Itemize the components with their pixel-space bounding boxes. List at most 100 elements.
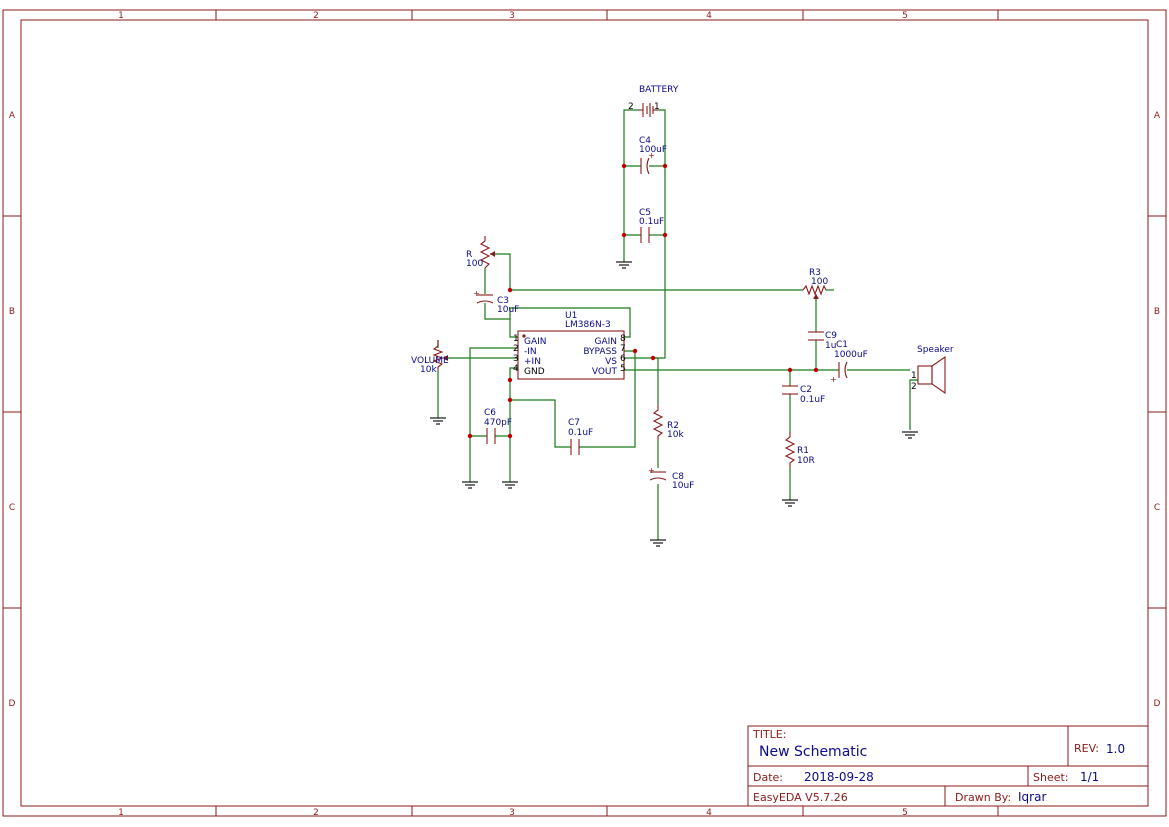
battery-label: BATTERY (639, 85, 679, 95)
ground-icon (902, 431, 918, 439)
capacitor-c3[interactable]: + C3 10uF (473, 289, 519, 315)
row-label-left: C (9, 503, 15, 513)
r3-value: 100 (811, 277, 828, 287)
svg-text:+: + (473, 289, 480, 298)
row-label-right: A (1154, 111, 1161, 121)
c2-ref: C2 (800, 385, 812, 395)
capacitor-c4[interactable]: + C4 100uF (639, 136, 667, 175)
battery-pin-1: 1 (654, 102, 660, 112)
c3-ref: C3 (497, 296, 509, 306)
u1-pin-num: 2 (513, 344, 519, 354)
c7-ref: C7 (568, 418, 580, 428)
col-label-top: 5 (902, 11, 908, 21)
svg-text:+: + (648, 151, 655, 160)
drawn-by-label: Drawn By: (955, 791, 1011, 804)
u1-pin-num: 5 (620, 364, 626, 374)
sheet-label: Sheet: (1033, 771, 1069, 784)
r1-ref: R1 (797, 446, 809, 456)
c8-ref: C8 (672, 472, 684, 482)
capacitor-c1[interactable]: + C1 1000uF (830, 340, 868, 384)
drawn-by-value: Iqrar (1018, 790, 1046, 804)
capacitor-c6[interactable]: C6 470pF (484, 408, 512, 444)
rev-label: REV: (1074, 742, 1099, 755)
rev-value: 1.0 (1106, 742, 1125, 756)
u1-pin-num: 3 (513, 354, 519, 364)
c1-ref: C1 (836, 340, 848, 350)
c4-ref: C4 (639, 136, 651, 146)
c3-value: 10uF (497, 305, 519, 315)
capacitor-c2[interactable]: C2 0.1uF (782, 385, 825, 405)
row-label-left: D (9, 699, 16, 709)
pot-r-ref: R (466, 250, 472, 260)
c6-value: 470pF (484, 418, 512, 428)
ground-icon (616, 261, 632, 269)
col-label-bottom: 3 (509, 808, 515, 818)
c1-value: 1000uF (834, 350, 868, 360)
col-label-bottom: 4 (706, 808, 712, 818)
resistor-r2[interactable]: R2 10k (652, 405, 684, 440)
speaker-symbol[interactable]: Speaker 1 2 (911, 345, 954, 395)
col-label-bottom: 2 (313, 808, 319, 818)
schematic-title: New Schematic (759, 744, 867, 760)
row-label-right: C (1154, 503, 1160, 513)
ic-u1[interactable]: U1 LM386N-3 1 GAIN 2 -IN 3 +IN 4 GND GAI… (513, 311, 626, 380)
date-value: 2018-09-28 (804, 770, 874, 784)
volume-ref: VOLUME (411, 356, 449, 366)
capacitor-c8[interactable]: + C8 10uF (648, 466, 694, 491)
title-label: TITLE: (752, 728, 786, 741)
wires (437, 109, 918, 540)
resistor-r1[interactable]: R1 10R (784, 432, 815, 468)
capacitor-c5[interactable]: C5 0.1uF (639, 208, 664, 243)
u1-pin-name: +IN (524, 357, 541, 367)
col-label-top: 4 (706, 11, 712, 21)
c7-value: 0.1uF (568, 428, 593, 438)
u1-value: LM386N-3 (565, 320, 611, 330)
r1-value: 10R (797, 456, 815, 466)
c5-ref: C5 (639, 208, 651, 218)
col-label-top: 1 (118, 11, 124, 21)
u1-pin-name: -IN (524, 347, 537, 357)
u1-pin-name: VOUT (592, 367, 618, 377)
speaker-pin-2: 2 (911, 382, 917, 392)
ground-icon (650, 539, 666, 547)
speaker-pin-1: 1 (911, 371, 917, 381)
c6-ref: C6 (484, 408, 496, 418)
c5-value: 0.1uF (639, 217, 664, 227)
c4-value: 100uF (639, 145, 667, 155)
c9-value: 1u (825, 341, 836, 351)
u1-pin-num: 4 (513, 364, 519, 374)
potentiometer-volume[interactable]: VOLUME 10k (411, 340, 449, 375)
battery-pin-2: 2 (628, 102, 634, 112)
junction-dots (467, 163, 819, 439)
col-label-bottom: 5 (902, 808, 908, 818)
r2-value: 10k (667, 430, 684, 440)
r3-ref: R3 (809, 268, 821, 278)
ground-symbols (430, 261, 918, 547)
svg-text:+: + (648, 466, 655, 475)
potentiometer-r3[interactable]: R3 100 (802, 268, 828, 299)
u1-pin-num: 8 (620, 334, 626, 344)
u1-pin-num: 1 (513, 334, 519, 344)
u1-pin-num: 7 (620, 344, 626, 354)
potentiometer-r[interactable]: R 100 (466, 236, 495, 269)
ground-icon (782, 499, 798, 507)
row-label-left: A (9, 111, 16, 121)
c9-ref: C9 (825, 331, 837, 341)
svg-text:+: + (830, 375, 837, 384)
u1-pin-num: 6 (620, 354, 626, 364)
speaker-label: Speaker (917, 345, 954, 355)
c2-value: 0.1uF (800, 395, 825, 405)
capacitor-c9[interactable]: C9 1u (808, 331, 837, 351)
u1-pin-name: GND (524, 367, 545, 377)
row-label-left: B (9, 307, 15, 317)
col-label-top: 3 (509, 11, 515, 21)
row-label-right: B (1154, 307, 1160, 317)
ground-icon (430, 417, 446, 425)
battery-symbol[interactable]: BATTERY 2 1 (628, 85, 679, 117)
capacitor-c7[interactable]: C7 0.1uF (568, 418, 593, 455)
ground-icon (462, 481, 478, 489)
ground-icon (502, 481, 518, 489)
sheet-frame: 1 2 3 4 5 1 2 3 4 5 A B C D A B C D (2, 9, 1167, 818)
u1-ref: U1 (565, 311, 577, 321)
